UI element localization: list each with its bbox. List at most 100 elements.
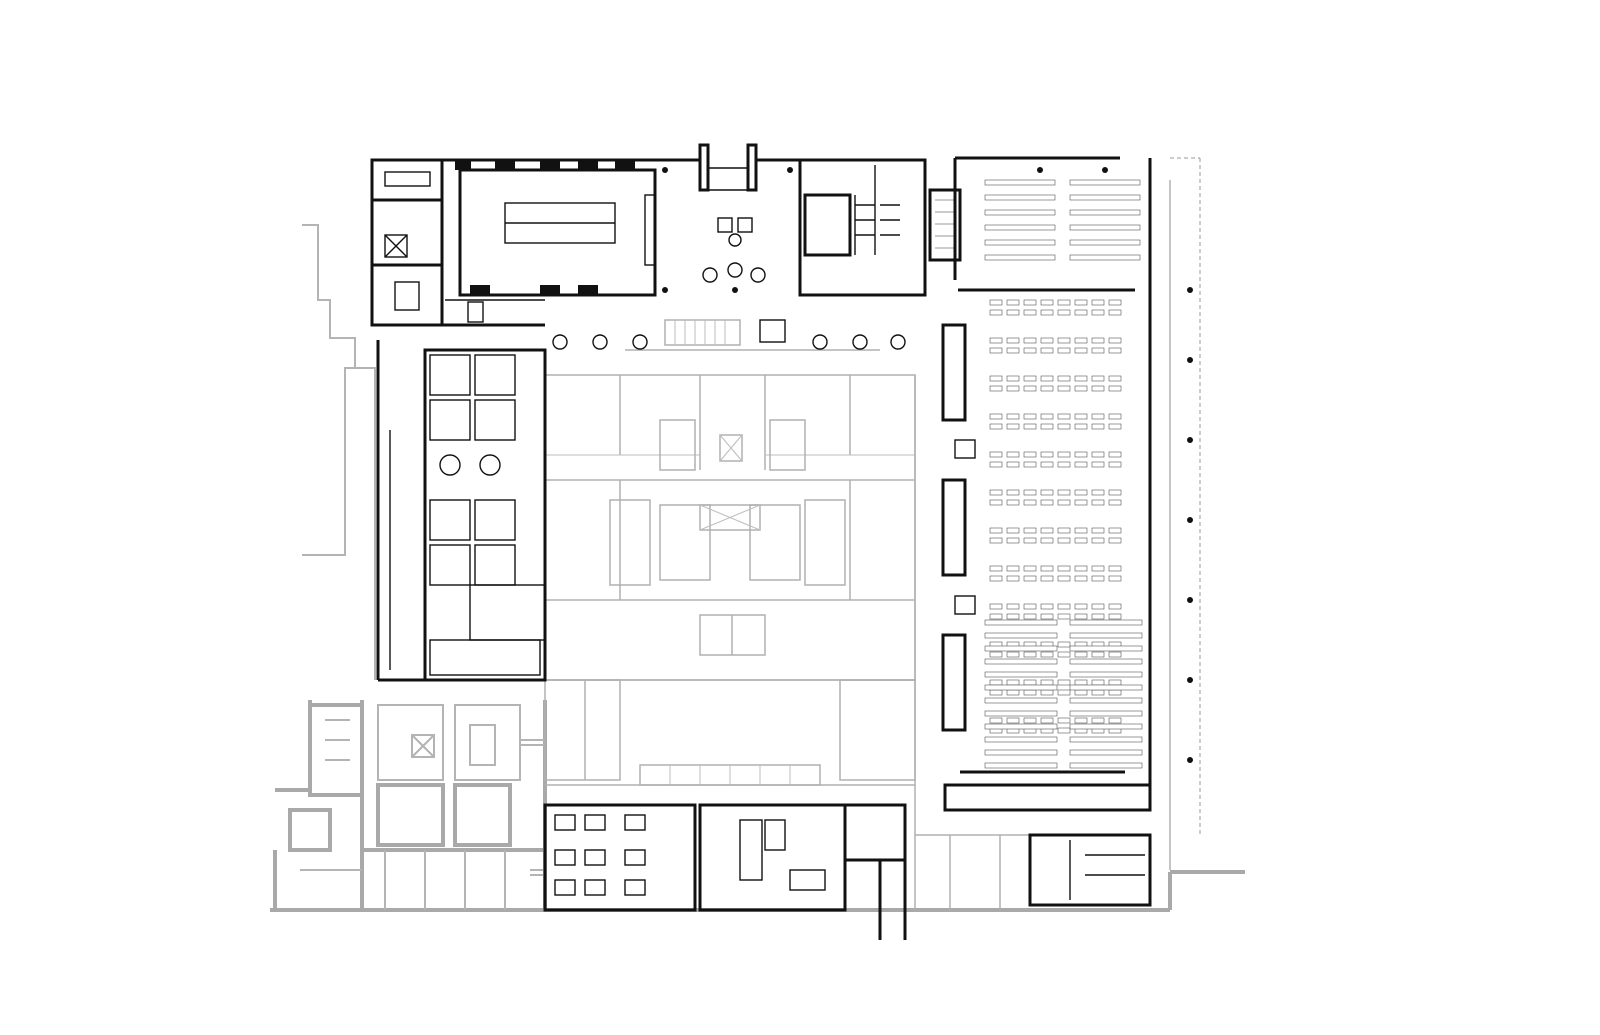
seat-desk-middle bbox=[1006, 717, 1020, 724]
seat-desk-middle bbox=[1023, 423, 1037, 430]
seat-desk-middle bbox=[1091, 537, 1105, 544]
seat-desk-middle bbox=[1023, 375, 1037, 382]
seat-desk-middle bbox=[1108, 651, 1122, 658]
seat-desk-middle bbox=[1108, 451, 1122, 458]
seat-desk-middle bbox=[1057, 489, 1071, 496]
seat-desk-middle bbox=[1091, 717, 1105, 724]
seat-desk-middle bbox=[1040, 309, 1054, 316]
seat-desk-middle bbox=[1023, 337, 1037, 344]
seat-desk-middle bbox=[1023, 651, 1037, 658]
seat-desk-middle bbox=[1040, 347, 1054, 354]
seat-desk-middle bbox=[1108, 375, 1122, 382]
seat-desk-middle bbox=[1006, 679, 1020, 686]
seat-desk-middle bbox=[1023, 527, 1037, 534]
seat-row-upper bbox=[1069, 239, 1141, 246]
seat-row-lower bbox=[984, 671, 1058, 678]
seat-desk-middle bbox=[1023, 489, 1037, 496]
seat-desk-middle bbox=[1091, 575, 1105, 582]
seat-desk-middle bbox=[1006, 299, 1020, 306]
seat-desk-middle bbox=[989, 679, 1003, 686]
seat-desk-middle bbox=[1006, 613, 1020, 620]
seat-row-lower bbox=[984, 697, 1058, 704]
seat-desk-middle bbox=[1057, 679, 1071, 686]
seat-desk-middle bbox=[989, 461, 1003, 468]
seat-row-upper bbox=[984, 194, 1056, 201]
seat-desk-middle bbox=[1057, 451, 1071, 458]
seat-desk-middle bbox=[989, 413, 1003, 420]
seat-desk-middle bbox=[1108, 537, 1122, 544]
seat-desk-middle bbox=[1108, 489, 1122, 496]
seat-desk-middle bbox=[1057, 727, 1071, 734]
seat-desk-middle bbox=[989, 565, 1003, 572]
seat-row-lower bbox=[1069, 671, 1143, 678]
seat-row-lower bbox=[984, 645, 1058, 652]
lounge-seating-left bbox=[552, 334, 648, 350]
seat-row-upper bbox=[984, 179, 1056, 186]
seat-desk-middle bbox=[1074, 423, 1088, 430]
seat-desk-middle bbox=[1108, 613, 1122, 620]
seat-row-upper bbox=[1069, 254, 1141, 261]
seat-row-lower bbox=[1069, 723, 1143, 730]
seat-row-upper bbox=[984, 209, 1056, 216]
seat-row-lower bbox=[1069, 658, 1143, 665]
seat-desk-middle bbox=[1023, 461, 1037, 468]
seat-desk-middle bbox=[1040, 375, 1054, 382]
seat-row-upper bbox=[1069, 179, 1141, 186]
hall-seating bbox=[984, 179, 1143, 769]
seat-desk-middle bbox=[1091, 385, 1105, 392]
seat-desk-middle bbox=[1074, 451, 1088, 458]
seat-desk-middle bbox=[1074, 337, 1088, 344]
seat-row-lower bbox=[1069, 697, 1143, 704]
seat-desk-middle bbox=[1091, 499, 1105, 506]
seat-desk-middle bbox=[1057, 423, 1071, 430]
seat-desk-middle bbox=[1040, 679, 1054, 686]
seat-row-lower bbox=[984, 658, 1058, 665]
seat-desk-middle bbox=[1023, 309, 1037, 316]
seat-desk-middle bbox=[1057, 527, 1071, 534]
seat-desk-middle bbox=[1023, 499, 1037, 506]
seat-desk-middle bbox=[1057, 347, 1071, 354]
seat-desk-middle bbox=[1006, 489, 1020, 496]
seat-desk-middle bbox=[1040, 527, 1054, 534]
seat-desk-middle bbox=[1074, 413, 1088, 420]
seat-desk-middle bbox=[1006, 527, 1020, 534]
seat-desk-middle bbox=[1057, 689, 1071, 696]
seat-desk-middle bbox=[1006, 689, 1020, 696]
seat-desk-middle bbox=[1091, 489, 1105, 496]
seat-desk-middle bbox=[989, 537, 1003, 544]
new-construction bbox=[370, 143, 1193, 940]
seat-desk-middle bbox=[1074, 499, 1088, 506]
seat-desk-middle bbox=[1023, 299, 1037, 306]
seat-desk-middle bbox=[989, 451, 1003, 458]
seat-desk-middle bbox=[1074, 489, 1088, 496]
seat-desk-middle bbox=[1040, 565, 1054, 572]
seat-desk-middle bbox=[1108, 679, 1122, 686]
seat-desk-middle bbox=[1091, 603, 1105, 610]
central-core-offices bbox=[544, 157, 1201, 910]
seat-desk-middle bbox=[1074, 537, 1088, 544]
seat-desk-middle bbox=[1006, 423, 1020, 430]
main-lobby bbox=[552, 143, 906, 350]
clinic-wing bbox=[376, 340, 547, 682]
seat-desk-middle bbox=[1023, 565, 1037, 572]
seat-desk-middle bbox=[1057, 565, 1071, 572]
seat-desk-middle bbox=[1057, 499, 1071, 506]
seat-desk-middle bbox=[1040, 603, 1054, 610]
seat-desk-middle bbox=[1040, 299, 1054, 306]
seat-desk-middle bbox=[1091, 423, 1105, 430]
seat-desk-middle bbox=[1006, 413, 1020, 420]
seat-desk-middle bbox=[1108, 499, 1122, 506]
seat-desk-middle bbox=[1074, 603, 1088, 610]
seat-desk-middle bbox=[989, 385, 1003, 392]
seat-row-upper bbox=[1069, 209, 1141, 216]
seat-desk-middle bbox=[1108, 413, 1122, 420]
seat-desk-middle bbox=[989, 717, 1003, 724]
seat-desk-middle bbox=[1023, 613, 1037, 620]
seat-row-lower bbox=[984, 684, 1058, 691]
seat-row-lower bbox=[984, 619, 1058, 626]
seat-row-lower bbox=[1069, 645, 1143, 652]
seat-desk-middle bbox=[1023, 537, 1037, 544]
seat-desk-middle bbox=[1040, 689, 1054, 696]
seat-desk-middle bbox=[1023, 575, 1037, 582]
seat-desk-middle bbox=[989, 575, 1003, 582]
